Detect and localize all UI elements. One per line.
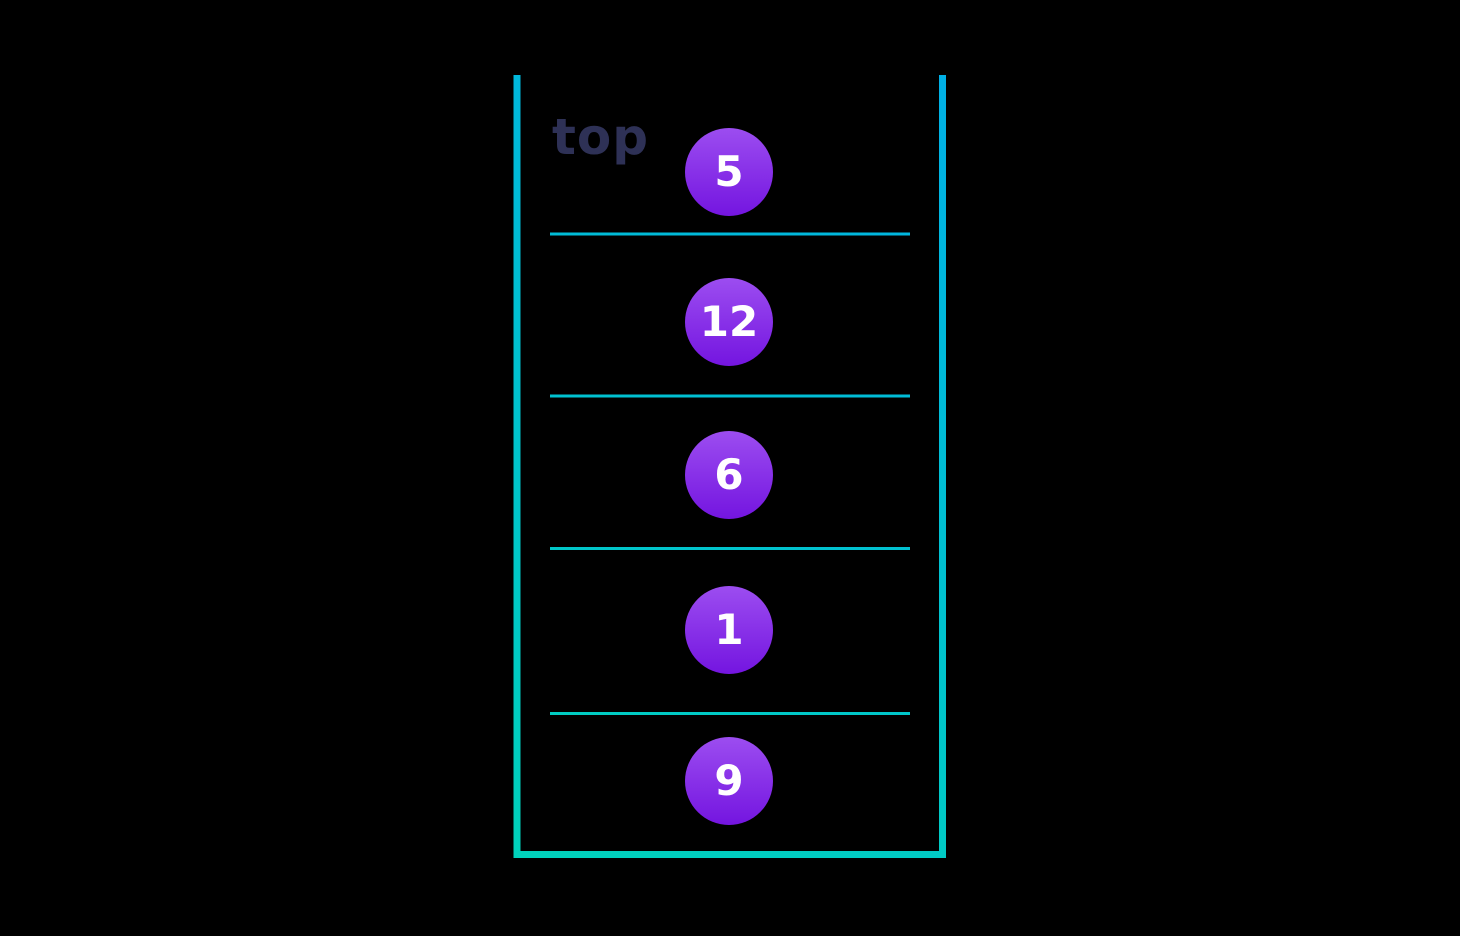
stack-node: 12 [685,278,773,366]
stack-node: 1 [685,586,773,674]
stack-node: 5 [685,128,773,216]
top-pointer-label: top [552,108,650,166]
stack-node: 9 [685,737,773,825]
stack-node: 6 [685,431,773,519]
stack-container-outline [513,75,946,858]
